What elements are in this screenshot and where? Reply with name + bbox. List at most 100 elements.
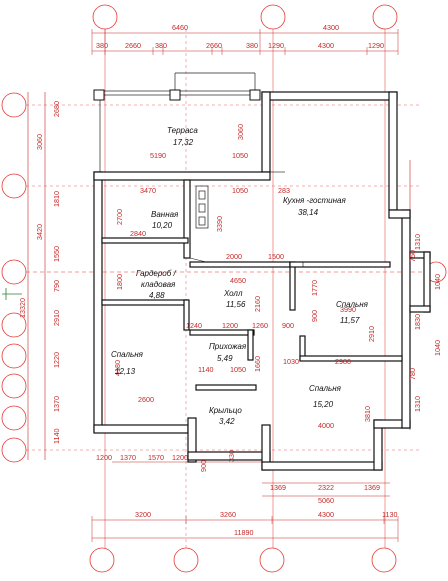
- axis-bubble: [1, 343, 27, 369]
- dim-bottom: 3260: [220, 510, 236, 519]
- dim-right: 1830: [413, 314, 422, 330]
- room-wardrobe-area: 4,88: [149, 291, 165, 300]
- axis-bubble: [1, 92, 27, 118]
- dim-inner: 1200: [172, 453, 188, 462]
- axis-bubble: [92, 4, 118, 30]
- dim-inner: 1500: [268, 252, 284, 261]
- dim-bottom: 4300: [318, 510, 334, 519]
- room-bedroom2-name: Спальня: [111, 350, 144, 359]
- dims-right: 1310 750 1040 1830 1040 780 1310: [408, 234, 442, 412]
- dim-inner: 1240: [186, 321, 202, 330]
- dim-inner: 4650: [230, 276, 246, 285]
- axis-bubble: [372, 4, 398, 30]
- dim-inner: 1370: [120, 453, 136, 462]
- dim-inner: 3060: [236, 124, 245, 140]
- dim-inner: 3470: [140, 186, 156, 195]
- dim-inner: 2000: [226, 252, 242, 261]
- room-bedroom2-area: 12,13: [115, 367, 136, 376]
- dim-top: 380: [155, 41, 167, 50]
- walls: [93, 91, 431, 471]
- dim-inner: 1570: [148, 453, 164, 462]
- dim-left: 1550: [52, 246, 61, 262]
- dim-inner: 1770: [310, 280, 319, 296]
- dim-left: 2910: [52, 310, 61, 326]
- dim-top: 2660: [206, 41, 222, 50]
- dims-left: 3060 2680 1810 3420 1550 790 2910 13320 …: [18, 101, 61, 444]
- axis-bubble: [1, 405, 27, 431]
- dim-inner: 1260: [252, 321, 268, 330]
- dim-inner: 2840: [130, 229, 146, 238]
- dim-right: 780: [408, 368, 417, 380]
- room-labels: Терраса 17,32 Кухня -гостиная 38,14 Ванн…: [111, 126, 369, 426]
- dim-inner: 2160: [253, 296, 262, 312]
- dim-inner: 1140: [198, 365, 213, 374]
- dim-left: 1220: [52, 352, 61, 368]
- dim-inner: 2910: [367, 326, 376, 342]
- dim-inner: 1200: [222, 321, 238, 330]
- dim-left: 1140: [52, 429, 61, 444]
- room-hall-area: 11,56: [226, 300, 246, 309]
- terrace-posts: [93, 89, 261, 101]
- dim-inner: 283: [278, 186, 290, 195]
- section-marker-icon: [2, 288, 22, 300]
- dim-inner: 4000: [318, 421, 334, 430]
- axis-bubble: [259, 547, 285, 573]
- dim-inner: 5060: [318, 496, 334, 505]
- dim-inner: 1030: [283, 357, 299, 366]
- dim-top-overall: 6460: [172, 23, 188, 32]
- bath-fixture: [195, 185, 209, 229]
- dim-inner: 5190: [150, 151, 166, 160]
- dim-right: 1040: [433, 340, 442, 356]
- room-terrace-name: Терраса: [167, 126, 198, 135]
- axis-bubble: [371, 547, 397, 573]
- room-bedroom1-area: 11,57: [340, 316, 360, 325]
- dim-inner: 2700: [115, 209, 124, 225]
- room-hall-name: Холл: [223, 289, 243, 298]
- dim-right: 1040: [433, 274, 442, 290]
- dim-inner: 1800: [115, 274, 124, 290]
- dim-inner: 1200: [96, 453, 112, 462]
- room-bedroom1-name: Спальня: [336, 300, 369, 309]
- dim-bottom: 3200: [135, 510, 151, 519]
- dim-inner: 1369: [364, 483, 380, 492]
- dim-right: 1310: [413, 234, 422, 250]
- room-wardrobe-name2: кладовая: [141, 280, 176, 289]
- room-kitchen-name: Кухня -гостиная: [283, 196, 346, 205]
- dim-left: 790: [52, 280, 61, 292]
- openings: [189, 171, 304, 267]
- room-porch-name: Крыльцо: [209, 406, 242, 415]
- dim-inner: 2980: [335, 357, 351, 366]
- dim-left: 3060: [35, 134, 44, 150]
- axis-bubble: [1, 173, 27, 199]
- room-porch-area: 3,42: [219, 417, 235, 426]
- dim-inner: 1050: [232, 186, 248, 195]
- dim-right: 750: [408, 250, 417, 262]
- axis-bubble: [260, 4, 286, 30]
- axis-bubble: [173, 547, 199, 573]
- dim-left: 3420: [35, 224, 44, 240]
- dim-top: 4300: [318, 41, 334, 50]
- dim-inner: 3390: [215, 216, 224, 232]
- dim-top-overall2: 4300: [323, 23, 339, 32]
- dim-inner: 1050: [230, 365, 246, 374]
- room-kitchen-area: 38,14: [298, 208, 319, 217]
- dim-inner: 3810: [363, 406, 372, 422]
- dim-left: 1810: [52, 191, 61, 207]
- dim-top: 1290: [368, 41, 384, 50]
- dim-top: 380: [246, 41, 258, 50]
- axis-bubble: [1, 259, 27, 285]
- dim-inner: 3990: [340, 305, 356, 314]
- room-bath-area: 10,20: [152, 221, 173, 230]
- room-entry-area: 5,49: [217, 354, 233, 363]
- dim-top: 2660: [125, 41, 141, 50]
- axis-bubble: [1, 312, 27, 338]
- dim-inner: 330: [227, 450, 236, 462]
- dimension-ticks: [91, 29, 399, 542]
- room-bath-name: Ванная: [151, 210, 179, 219]
- room-terrace-area: 17,32: [173, 138, 194, 147]
- dim-left: 13320: [18, 298, 27, 318]
- room-bedroom3-name: Спальня: [309, 384, 342, 393]
- axis-bubble: [89, 547, 115, 573]
- dim-inner: 1050: [232, 151, 248, 160]
